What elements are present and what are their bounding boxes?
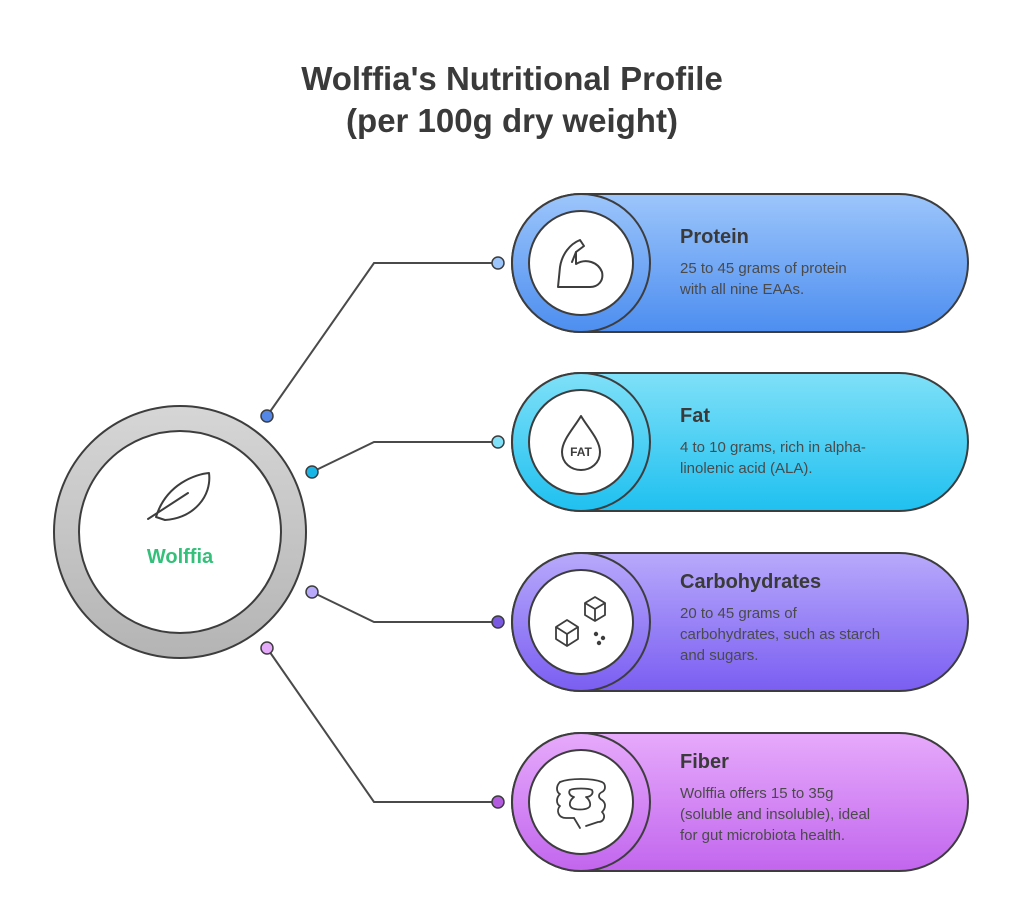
carbohydrates-desc-line-2: carbohydrates, such as starch: [680, 626, 881, 643]
fat-text: Fat 4 to 10 grams, rich in alpha- linole…: [680, 403, 930, 479]
carbohydrates-desc-line-3: and sugars.: [680, 647, 759, 664]
card-fiber: [511, 732, 969, 872]
fat-description: 4 to 10 grams, rich in alpha- linolenic …: [680, 437, 930, 479]
protein-desc-line-2: with all nine EAAs.: [680, 281, 805, 298]
protein-description: 25 to 45 grams of protein with all nine …: [680, 258, 930, 300]
title-line-2: (per 100g dry weight): [346, 102, 678, 139]
fat-drop-icon: FAT: [561, 415, 601, 471]
protein-desc-line-1: 25 to 45 grams of protein: [680, 260, 847, 277]
carbohydrates-description: 20 to 45 grams of carbohydrates, such as…: [680, 603, 930, 666]
card-carbohydrates: [511, 552, 969, 692]
fat-desc-line-1: 4 to 10 grams, rich in alpha-: [680, 439, 866, 456]
card-dot-fat: [491, 435, 505, 449]
fat-desc-line-2: linolenic acid (ALA).: [680, 460, 813, 477]
hub-dot-protein: [260, 409, 274, 423]
card-fat: FAT: [511, 372, 969, 512]
card-dot-protein: [491, 256, 505, 270]
fiber-heading: Fiber: [680, 751, 729, 773]
connector-protein: [266, 262, 498, 417]
fat-drop-label: FAT: [570, 445, 592, 459]
fat-heading: Fat: [680, 405, 710, 427]
sugar-cubes-icon: [555, 596, 606, 647]
carbohydrates-text: Carbohydrates 20 to 45 grams of carbohyd…: [680, 569, 930, 666]
diagram-title: Wolffia's Nutritional Profile (per 100g …: [0, 58, 1024, 142]
flexed-arm-icon: [557, 239, 604, 288]
card-protein: [511, 193, 969, 333]
protein-text: Protein 25 to 45 grams of protein with a…: [680, 224, 930, 300]
title-line-1: Wolffia's Nutritional Profile: [301, 60, 723, 97]
hub-label: Wolffia: [146, 546, 214, 568]
carbohydrates-desc-line-1: 20 to 45 grams of: [680, 605, 797, 622]
fiber-description: Wolffia offers 15 to 35g (soluble and in…: [680, 783, 930, 846]
fiber-desc-line-2: (soluble and insoluble), ideal: [680, 806, 871, 823]
protein-heading: Protein: [680, 226, 749, 248]
connector-fat: [311, 441, 498, 473]
wolffia-hub: [53, 405, 307, 659]
connector-fiber: [266, 647, 498, 803]
fiber-desc-line-1: Wolffia offers 15 to 35g: [680, 785, 834, 802]
hub-dot-carbohydrates: [305, 585, 319, 599]
fiber-desc-line-3: for gut microbiota health.: [680, 827, 846, 844]
fiber-text: Fiber Wolffia offers 15 to 35g (soluble …: [680, 749, 930, 846]
card-dot-fiber: [491, 795, 505, 809]
carbohydrates-heading: Carbohydrates: [680, 571, 822, 593]
leaf-icon: [147, 472, 211, 521]
hub-dot-fat: [305, 465, 319, 479]
connector-carbohydrates: [311, 591, 498, 623]
card-dot-carbohydrates: [491, 615, 505, 629]
hub-dot-fiber: [260, 641, 274, 655]
intestine-icon: [556, 778, 606, 829]
